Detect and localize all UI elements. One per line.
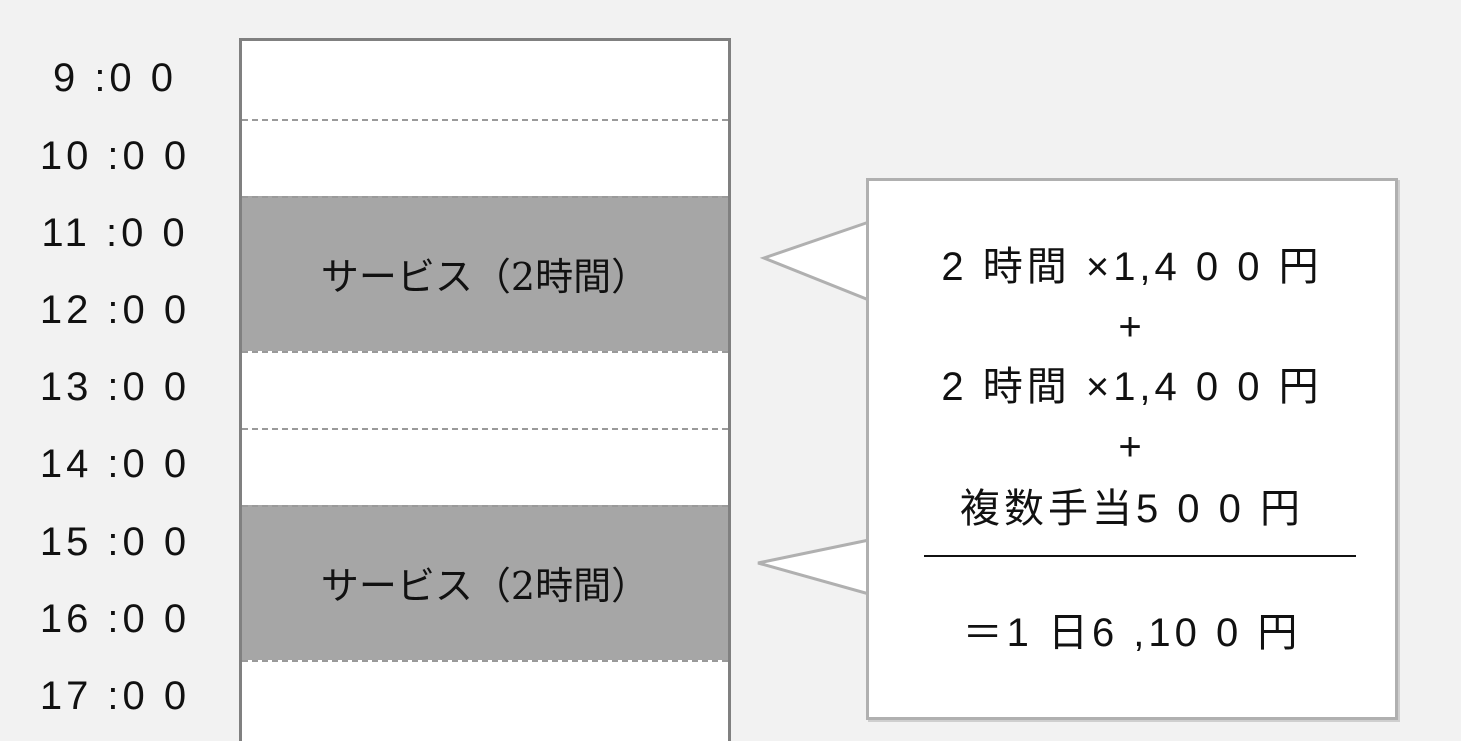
hour-divider <box>242 505 728 507</box>
hour-divider <box>242 428 728 430</box>
calc-plus-sign: + <box>1118 305 1146 349</box>
service-block-morning: サービス（2時間） <box>242 196 728 351</box>
service-block-label: サービス（2時間） <box>320 255 650 299</box>
time-label-11: 11 :0 0 <box>41 211 189 255</box>
hour-divider <box>242 119 728 121</box>
time-label-12: 12 :0 0 <box>39 288 191 332</box>
calc-sum-rule <box>924 555 1356 557</box>
callout-pointer-lower <box>757 538 871 596</box>
time-label-10: 10 :0 0 <box>39 134 191 178</box>
callout-pointer-upper <box>759 219 871 303</box>
calc-line-first-service: 2 時間 ×1,4 0 0 円 <box>941 245 1323 289</box>
service-block-afternoon: サービス（2時間） <box>242 505 728 660</box>
time-label-16: 16 :0 0 <box>39 597 191 641</box>
time-label-14: 14 :0 0 <box>39 442 191 486</box>
time-label-15: 15 :0 0 <box>39 520 191 564</box>
hour-divider <box>242 660 728 662</box>
hour-divider <box>242 351 728 353</box>
calc-plus-sign: + <box>1118 425 1146 469</box>
schedule-column: サービス（2時間） サービス（2時間） <box>239 38 731 741</box>
time-label-13: 13 :0 0 <box>39 365 191 409</box>
calculation-callout: 2 時間 ×1,4 0 0 円 + 2 時間 ×1,4 0 0 円 + 複数手当… <box>866 178 1398 720</box>
calc-line-second-service: 2 時間 ×1,4 0 0 円 <box>941 365 1323 409</box>
time-label-17: 17 :0 0 <box>39 674 191 718</box>
calc-line-allowance: 複数手当5 0 0 円 <box>959 487 1305 531</box>
service-block-label: サービス（2時間） <box>320 564 650 608</box>
hour-divider <box>242 196 728 198</box>
time-label-9: 9 :0 0 <box>52 56 178 100</box>
calc-total: ＝1 日6 ,10 0 円 <box>962 611 1302 655</box>
